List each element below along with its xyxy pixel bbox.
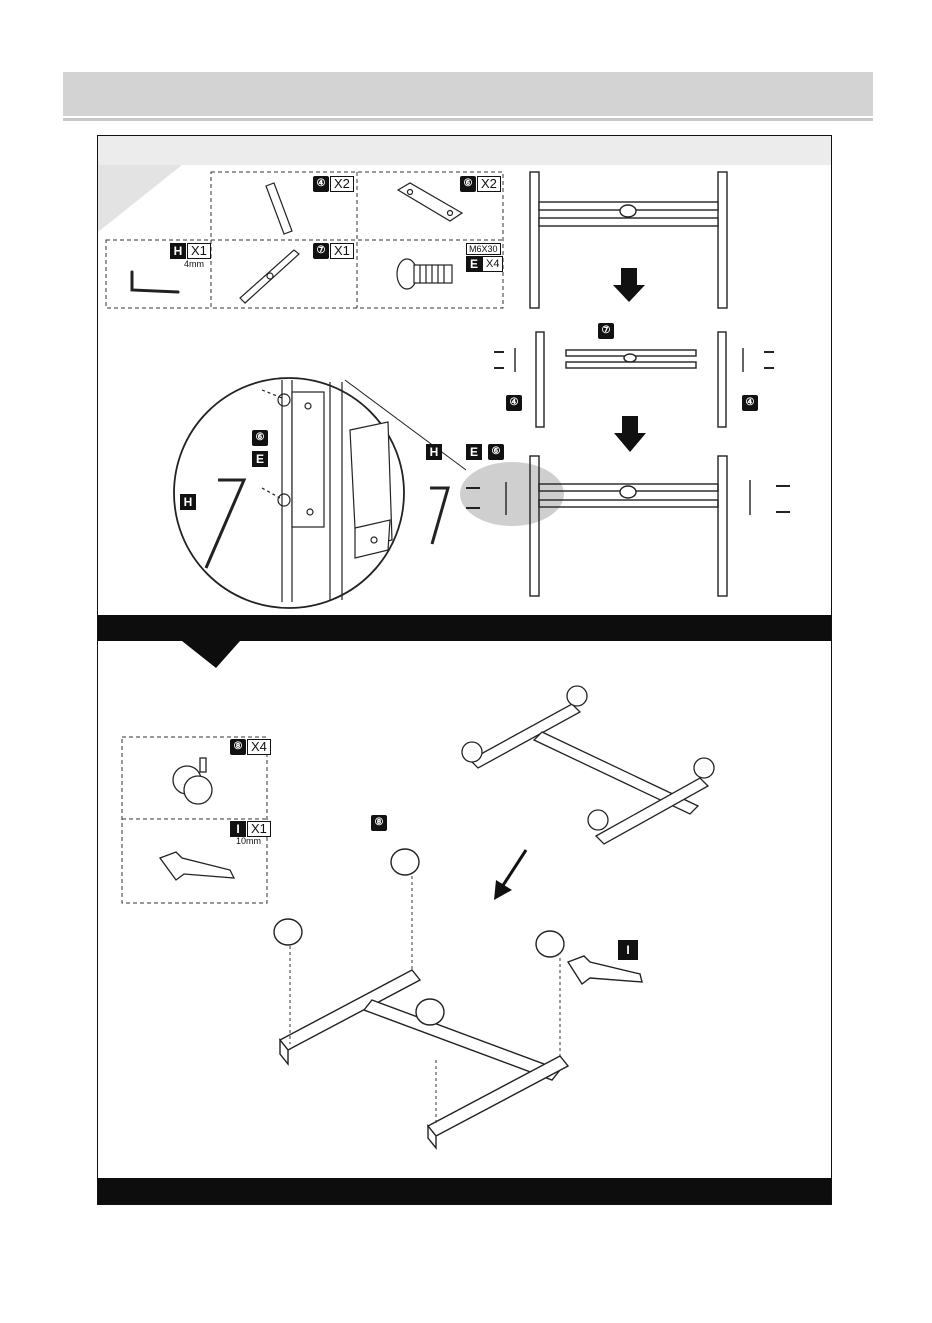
- part-7-number: ⑦: [313, 243, 329, 259]
- step-divider-bar: [98, 615, 831, 641]
- callout-h-side: H: [426, 444, 442, 460]
- callout-6: ⑥: [488, 444, 504, 460]
- caster-icon: [173, 758, 212, 804]
- step-chevron: [182, 641, 240, 668]
- part-i-qty: X1: [247, 821, 271, 837]
- base-exploded: [274, 849, 642, 1148]
- frame-exploded: [515, 332, 743, 427]
- part-i-size: 10mm: [236, 836, 261, 846]
- callout-8: ⑧: [371, 815, 387, 831]
- part-h-size: 4mm: [184, 259, 204, 269]
- callout-i: I: [618, 940, 638, 960]
- part-6-number: ⑥: [460, 176, 476, 192]
- part-7-qty: X1: [330, 243, 354, 259]
- step-corner: [98, 165, 182, 232]
- part-4-number: ④: [313, 176, 329, 192]
- bolt-icon: [397, 259, 452, 289]
- part-i-letter: I: [230, 821, 246, 837]
- part-e-letter: E: [466, 256, 482, 272]
- part-4-qty: X2: [330, 176, 354, 192]
- part-e-spec: M6X30: [466, 243, 501, 255]
- part-h-letter: H: [170, 243, 186, 259]
- hex-key-side-icon: [430, 488, 448, 544]
- diagonal-arrow-icon: [500, 850, 526, 890]
- hex-key-icon: [132, 272, 178, 292]
- part-e-qty: X4: [482, 256, 503, 272]
- part-8-number: ⑧: [230, 739, 246, 755]
- part-8-qty: X4: [247, 739, 271, 755]
- callout-4-right: ④: [742, 395, 758, 411]
- callout-e-detail: E: [252, 451, 268, 467]
- part-6-qty: X2: [477, 176, 501, 192]
- highlight-area: [460, 462, 564, 526]
- wrench-icon: [160, 852, 234, 880]
- down-arrow-icon: [613, 268, 645, 302]
- callout-7: ⑦: [598, 323, 614, 339]
- callout-4-left: ④: [506, 395, 522, 411]
- callout-e: E: [466, 444, 482, 460]
- callout-6-detail: ⑥: [252, 430, 268, 446]
- callout-h-detail: H: [180, 494, 196, 510]
- bottom-bar: [98, 1178, 831, 1204]
- part-h-qty: X1: [187, 243, 211, 259]
- parts-box-grid: [106, 172, 503, 308]
- base-assembled: [462, 686, 714, 844]
- down-arrow-icon-2: [614, 416, 646, 452]
- part-7-crossbar-icon: [240, 250, 299, 303]
- part-4-bar-icon: [266, 183, 292, 234]
- part-6-plate-icon: [398, 183, 462, 221]
- parts-box-2: [122, 737, 267, 903]
